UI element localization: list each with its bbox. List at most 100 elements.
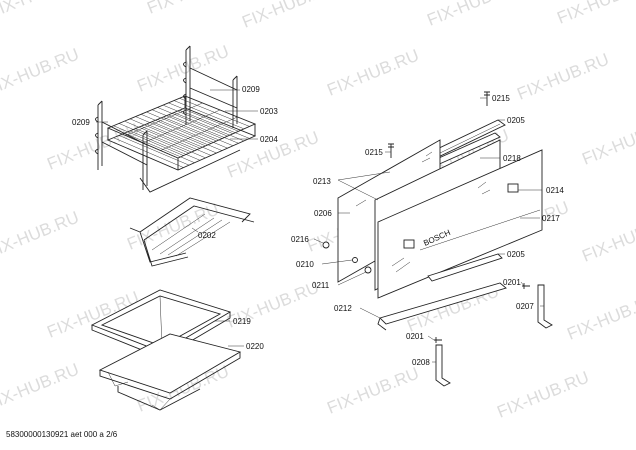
- screw-top: [484, 91, 490, 106]
- rack-wire-lower: [118, 135, 190, 166]
- rack-wire-lower: [129, 130, 201, 161]
- watermark: FIX-HUB.RU: [0, 0, 84, 22]
- watermark: FIX-HUB.RU: [239, 0, 336, 32]
- part-label: 0215: [365, 148, 383, 157]
- oven-door-assembly: BOSCH: [322, 91, 553, 387]
- watermark: FIX-HUB.RU: [144, 0, 241, 18]
- rack-wire-lower: [140, 126, 212, 156]
- side-rail-right-hooks: [183, 61, 187, 116]
- part-label: 0201: [503, 278, 521, 287]
- watermark: FIX-HUB.RU: [134, 42, 231, 96]
- diagram-footer-code: 58300000130921 aet 000 a 2/6: [6, 430, 118, 439]
- wire-guide-top: [139, 197, 251, 233]
- glass-clip: [507, 183, 519, 193]
- wire-guide-crossbars: [151, 213, 231, 257]
- flat-tray-assembly: [98, 333, 242, 411]
- part-label: 0210: [296, 260, 314, 269]
- baking-tray-assembly: [90, 289, 232, 359]
- rack-crosswire: [142, 109, 221, 144]
- leader-0201a: [520, 281, 525, 287]
- door-bumper: [322, 241, 330, 249]
- watermark: FIX-HUB.RU: [424, 0, 521, 30]
- part-label: 0214: [546, 186, 564, 195]
- leader-0216: [313, 238, 324, 244]
- rack-crosswire: [125, 102, 203, 136]
- wire-rack-grid: [113, 98, 250, 168]
- part-label: 0216: [291, 235, 309, 244]
- baking-tray-fold: [159, 295, 163, 347]
- rack-wire-lower: [135, 128, 206, 159]
- watermark: FIX-HUB.RU: [44, 120, 141, 174]
- rack-wire-lower: [173, 112, 245, 142]
- part-label: 0219: [233, 317, 251, 326]
- rack-wire-lower: [151, 121, 223, 151]
- rack-crosswire: [160, 116, 238, 151]
- door-pin: [352, 257, 358, 263]
- rack-wire-lower: [162, 116, 234, 146]
- rack-front-bar: [139, 149, 241, 193]
- rack-wire-lower: [179, 110, 250, 139]
- part-label: 0209: [242, 85, 260, 94]
- wire-rack-assembly: [95, 45, 257, 193]
- glass-seal-strip: [419, 209, 541, 251]
- hinge-screw-right: [522, 283, 530, 289]
- leader-0202: [191, 227, 199, 233]
- rack-wire-lower: [146, 123, 217, 154]
- part-labels: 0209 0203 0209 0204 0202 0219 0220 0215 …: [72, 85, 564, 367]
- rack-wire-lower: [168, 114, 239, 144]
- watermark: FIX-HUB.RU: [564, 290, 636, 344]
- rack-wire-lower: [113, 137, 184, 168]
- part-label: 0203: [260, 107, 278, 116]
- watermark: FIX-HUB.RU: [579, 115, 636, 169]
- leader-0201b: [427, 335, 435, 341]
- part-label: 0205: [507, 116, 525, 125]
- watermark: FIX-HUB.RU: [0, 208, 82, 262]
- watermark: FIX-HUB.RU: [554, 0, 636, 28]
- outer-glass-reflection: [391, 181, 491, 273]
- part-label: 0207: [516, 302, 534, 311]
- door-lower-trim: [427, 253, 503, 282]
- part-label: 0204: [260, 135, 278, 144]
- watermark: FIX-HUB.RU: [0, 360, 82, 414]
- part-label: 0212: [334, 304, 352, 313]
- part-label: 0201: [406, 332, 424, 341]
- door-hinge-right: [537, 284, 553, 329]
- leader-0210: [321, 259, 353, 265]
- leader-0212: [359, 307, 381, 319]
- part-label: 0202: [198, 231, 216, 240]
- screw-left: [388, 143, 394, 158]
- door-handle-cap: [403, 239, 415, 249]
- flat-tray-base: [117, 386, 201, 411]
- door-bottom-rail-end: [377, 317, 387, 331]
- door-hinge-left: [435, 344, 451, 387]
- part-label: 0205: [507, 250, 525, 259]
- rack-wire-lower: [124, 132, 195, 163]
- wire-guide-legs: [129, 227, 189, 267]
- leader-lines: [96, 89, 544, 363]
- leader-0213: [337, 171, 391, 201]
- watermark: FIX-HUB.RU: [494, 368, 591, 422]
- part-label: 0206: [314, 209, 332, 218]
- watermark: FIX-HUB.RU: [324, 364, 421, 418]
- wire-rack-posts: [107, 96, 256, 170]
- hinge-screw-left: [434, 337, 442, 343]
- watermark: FIX-HUB.RU: [579, 212, 636, 266]
- part-label: 0218: [503, 154, 521, 163]
- wire-guide-rail: [143, 205, 255, 241]
- side-rail-left-hooks: [95, 116, 99, 155]
- part-label: 0220: [246, 342, 264, 351]
- outer-glass-panel: [377, 149, 543, 299]
- part-label: 0217: [542, 214, 560, 223]
- rack-wire-lower: [157, 119, 228, 149]
- watermark: FIX-HUB.RU: [0, 45, 82, 99]
- watermark: FIX-HUB.RU: [324, 46, 421, 100]
- watermark: FIX-HUB.RU: [514, 50, 611, 104]
- side-rail-right-bars: [189, 67, 238, 109]
- part-label: 0209: [72, 118, 90, 127]
- part-label: 0211: [312, 281, 330, 290]
- baking-tray-inner: [100, 295, 222, 347]
- part-label: 0215: [492, 94, 510, 103]
- inner-glass-reflection: [355, 151, 433, 207]
